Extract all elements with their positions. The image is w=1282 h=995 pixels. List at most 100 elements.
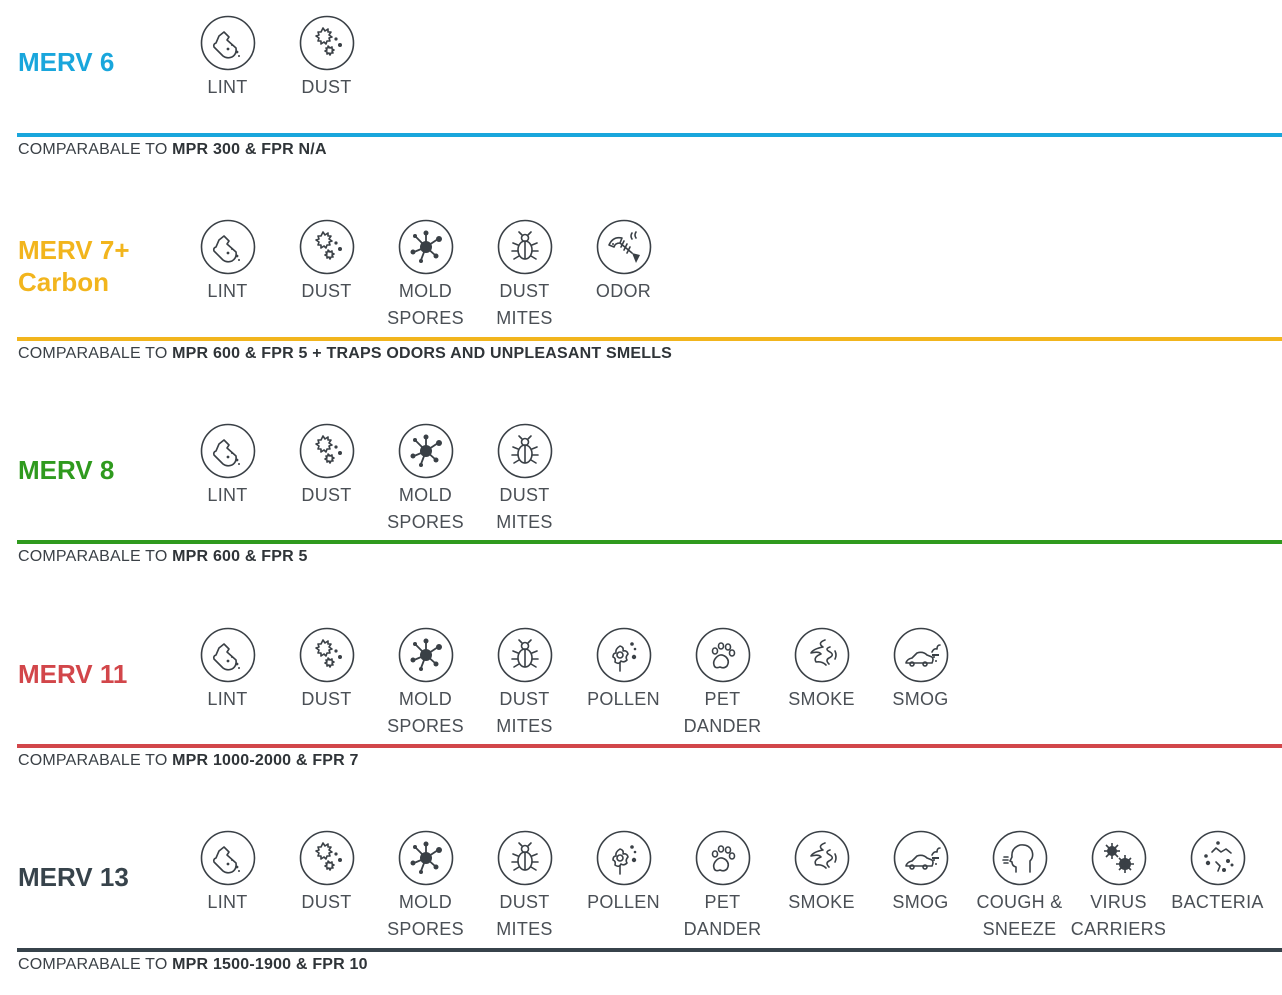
merv-rating-title: MERV 6 — [18, 47, 115, 77]
section-divider — [17, 540, 1282, 544]
caption-prefix: COMPARABALE TO — [18, 141, 173, 158]
contaminant-label: MOLD SPORES — [387, 485, 464, 532]
section-divider — [17, 133, 1282, 137]
dust-icon — [299, 423, 355, 479]
contaminant-list: LINT DUST MOLD SPORES DUST MITES POLLEN PET D… — [178, 627, 970, 740]
contaminant-label: MOLD SPORES — [387, 281, 464, 328]
mold-spores-icon — [398, 423, 454, 479]
contaminant-label: DUST MITES — [496, 485, 553, 532]
contaminant-label: LINT — [207, 485, 248, 505]
smoke-icon — [794, 627, 850, 683]
contaminant-item: SMOG — [871, 830, 970, 943]
contaminant-item: MOLD SPORES — [376, 627, 475, 740]
contaminant-list: LINT DUST MOLD SPORES DUST MITES POLLEN PET D… — [178, 830, 1267, 943]
lint-icon — [200, 423, 256, 479]
contaminant-label: SMOKE — [788, 892, 855, 912]
contaminant-item: SMOG — [871, 627, 970, 740]
contaminant-item: SMOKE — [772, 830, 871, 943]
contaminant-item: LINT — [178, 627, 277, 740]
mold-spores-icon — [398, 627, 454, 683]
lint-icon — [200, 219, 256, 275]
dust-mites-icon — [497, 627, 553, 683]
contaminant-item: LINT — [178, 15, 277, 101]
contaminant-item: MOLD SPORES — [376, 830, 475, 943]
dust-mites-icon — [497, 423, 553, 479]
pet-dander-icon — [695, 830, 751, 886]
caption-rating: MPR 600 & FPR 5 + TRAPS ODORS AND UNPLEA… — [172, 345, 673, 362]
contaminant-label: DUST — [301, 689, 352, 709]
contaminant-item: DUST MITES — [475, 830, 574, 943]
contaminant-label: BACTERIA — [1171, 892, 1264, 912]
contaminant-label: PET DANDER — [683, 892, 762, 939]
contaminant-label: PET DANDER — [683, 689, 762, 736]
contaminant-label: DUST — [301, 77, 352, 97]
contaminant-label: DUST MITES — [496, 689, 553, 736]
caption-prefix: COMPARABALE TO — [18, 345, 173, 362]
caption-prefix: COMPARABALE TO — [18, 548, 173, 565]
caption-rating: MPR 300 & FPR N/A — [172, 141, 327, 158]
caption-prefix: COMPARABALE TO — [18, 752, 173, 769]
mold-spores-icon — [398, 830, 454, 886]
contaminant-item: DUST MITES — [475, 627, 574, 740]
dust-mites-icon — [497, 830, 553, 886]
bacteria-icon — [1190, 830, 1246, 886]
contaminant-item: LINT — [178, 423, 277, 536]
contaminant-item: POLLEN — [574, 830, 673, 943]
lint-icon — [200, 627, 256, 683]
merv-rating-title: MERV 13 — [18, 862, 129, 892]
contaminant-label: SMOKE — [788, 689, 855, 709]
merv-rating-title: MERV 8 — [18, 455, 115, 485]
contaminant-label: VIRUS CARRIERS — [1070, 892, 1167, 939]
contaminant-item: COUGH & SNEEZE — [970, 830, 1069, 943]
caption-rating: MPR 1000-2000 & FPR 7 — [172, 752, 359, 769]
dust-icon — [299, 219, 355, 275]
section-divider — [17, 948, 1282, 952]
contaminant-label: LINT — [207, 281, 248, 301]
contaminant-item: DUST — [277, 15, 376, 101]
contaminant-item: ODOR — [574, 219, 673, 332]
contaminant-label: SMOG — [892, 892, 949, 912]
contaminant-label: POLLEN — [587, 689, 660, 709]
smoke-icon — [794, 830, 850, 886]
contaminant-label: LINT — [207, 77, 248, 97]
dust-icon — [299, 830, 355, 886]
contaminant-label: MOLD SPORES — [387, 689, 464, 736]
dust-mites-icon — [497, 219, 553, 275]
contaminant-label: DUST — [301, 892, 352, 912]
contaminant-item: MOLD SPORES — [376, 219, 475, 332]
comparable-caption: COMPARABALE TO MPR 1000-2000 & FPR 7 — [18, 752, 359, 770]
contaminant-label: POLLEN — [587, 892, 660, 912]
contaminant-label: SMOG — [892, 689, 949, 709]
caption-rating: MPR 1500-1900 & FPR 10 — [172, 956, 368, 973]
contaminant-item: DUST — [277, 830, 376, 943]
odor-icon — [596, 219, 652, 275]
contaminant-label: LINT — [207, 892, 248, 912]
contaminant-list: LINT DUST — [178, 15, 376, 101]
contaminant-label: DUST MITES — [496, 892, 553, 939]
contaminant-item: DUST — [277, 627, 376, 740]
pet-dander-icon — [695, 627, 751, 683]
contaminant-item: PET DANDER — [673, 830, 772, 943]
contaminant-item: VIRUS CARRIERS — [1069, 830, 1168, 943]
lint-icon — [200, 830, 256, 886]
contaminant-item: SMOKE — [772, 627, 871, 740]
contaminant-item: LINT — [178, 830, 277, 943]
comparable-caption: COMPARABALE TO MPR 600 & FPR 5 — [18, 548, 308, 566]
lint-icon — [200, 15, 256, 71]
mold-spores-icon — [398, 219, 454, 275]
cough-sneeze-icon — [992, 830, 1048, 886]
contaminant-label: DUST — [301, 281, 352, 301]
contaminant-item: DUST MITES — [475, 423, 574, 536]
contaminant-label: ODOR — [595, 281, 652, 301]
merv-rating-title: MERV 11 — [18, 659, 128, 689]
dust-icon — [299, 627, 355, 683]
contaminant-item: MOLD SPORES — [376, 423, 475, 536]
pollen-icon — [596, 627, 652, 683]
contaminant-item: LINT — [178, 219, 277, 332]
contaminant-label: DUST MITES — [496, 281, 553, 328]
merv-rating-title: MERV 7+ Carbon — [18, 235, 130, 297]
contaminant-item: DUST MITES — [475, 219, 574, 332]
section-divider — [17, 744, 1282, 748]
smog-icon — [893, 830, 949, 886]
